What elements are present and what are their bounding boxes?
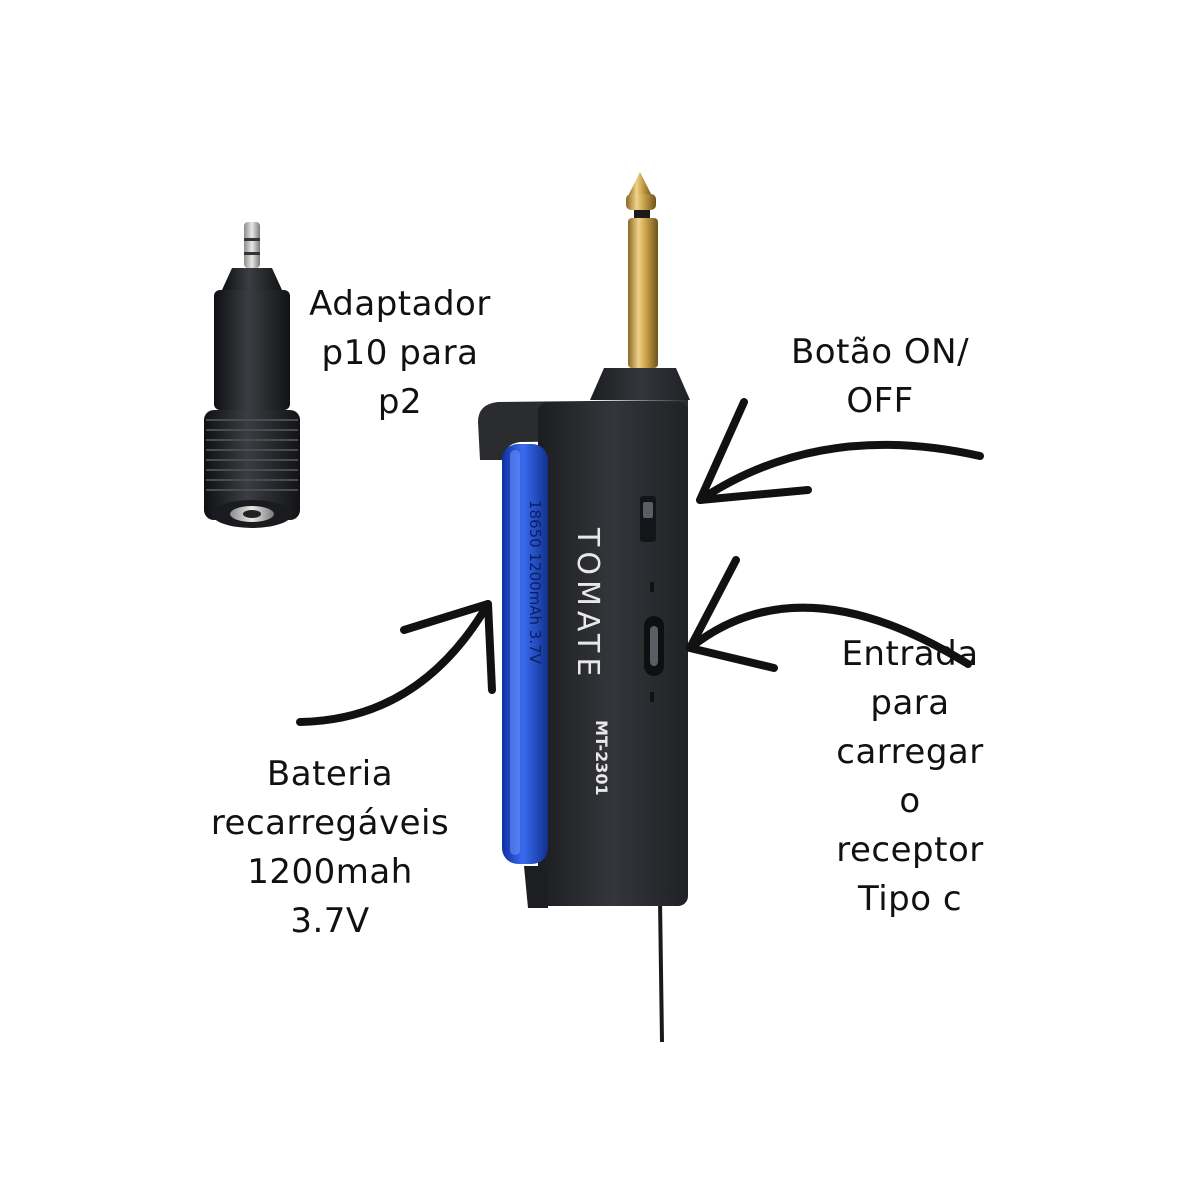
battery-label-line: 3.7V bbox=[290, 901, 370, 941]
adapter-grip bbox=[204, 410, 300, 520]
device-body bbox=[538, 402, 688, 906]
arrow-usb-port bbox=[686, 556, 972, 672]
usb-input-label-line: carregar bbox=[836, 732, 984, 772]
adapter-label-line: p10 para bbox=[321, 333, 479, 373]
usb-input-label-line: para bbox=[870, 683, 950, 723]
adapter-label-line: Adaptador bbox=[309, 284, 491, 324]
model-number: MT-2301 bbox=[592, 720, 611, 796]
receiver-image: 18650 1200mAh 3.7V TOMATE MT-2301 bbox=[478, 172, 690, 1043]
power-button-label-line: Botão ON/ bbox=[790, 332, 970, 372]
adapter-label-line: p2 bbox=[377, 382, 423, 422]
battery-label-line: recarregáveis bbox=[210, 803, 450, 843]
battery-label-line: Bateria bbox=[266, 754, 394, 794]
arrow-power-button bbox=[696, 398, 984, 504]
usb-input-label-line: receptor bbox=[836, 830, 984, 870]
adapter-pin bbox=[244, 222, 260, 268]
jack-collar bbox=[590, 368, 690, 400]
usb-input-label-line: Tipo c bbox=[857, 879, 963, 919]
usb-input-label: Entrada para carregar o receptor Tipo c bbox=[820, 630, 1000, 924]
arrow-battery bbox=[296, 600, 496, 726]
adapter-neck bbox=[222, 268, 282, 290]
battery-label-line: 1200mah bbox=[247, 852, 413, 892]
jack-sleeve bbox=[628, 218, 658, 368]
battery-print: 18650 1200mAh 3.7V bbox=[526, 500, 544, 665]
adapter-image bbox=[204, 222, 300, 528]
adapter-label: Adaptador p10 para p2 bbox=[300, 280, 500, 427]
jack-tip bbox=[628, 172, 652, 196]
antenna-cable bbox=[658, 899, 664, 1043]
adapter-body bbox=[214, 290, 290, 410]
brand-logo: TOMATE bbox=[570, 527, 605, 681]
battery-label: Bateria recarregáveis 1200mah 3.7V bbox=[200, 750, 460, 946]
usb-input-label-line: o bbox=[899, 781, 921, 821]
power-button-label: Botão ON/ OFF bbox=[760, 328, 1000, 426]
usb-input-label-line: Entrada bbox=[841, 634, 979, 674]
power-button-label-line: OFF bbox=[846, 381, 914, 421]
